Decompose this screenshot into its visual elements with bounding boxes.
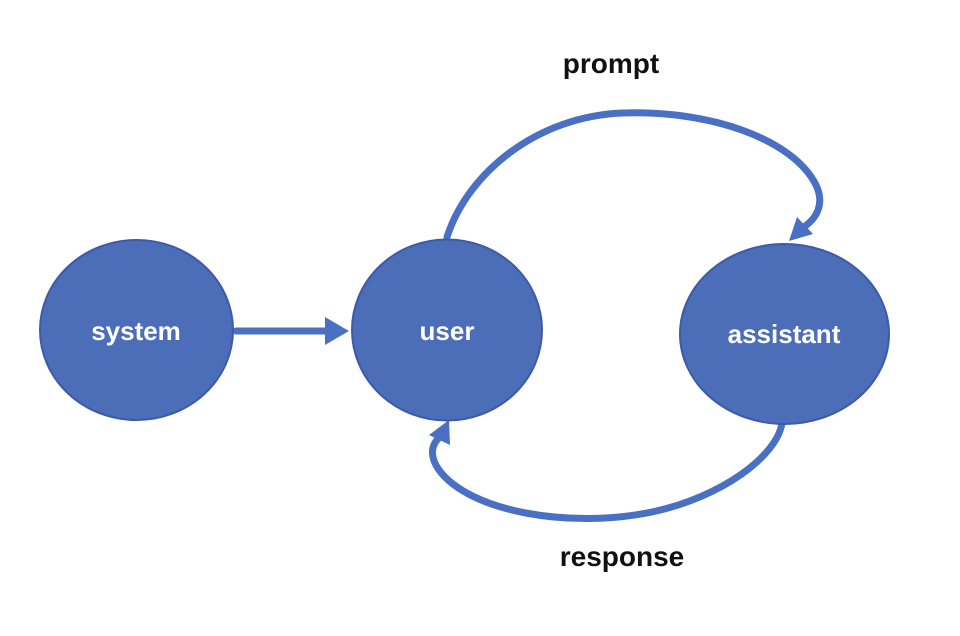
response-label: response <box>560 541 685 572</box>
node-system <box>39 239 234 421</box>
response-arrow <box>429 419 786 523</box>
node-system-label: system <box>91 316 181 346</box>
prompt-label: prompt <box>563 48 659 79</box>
system-to-user-arrowhead <box>325 317 349 345</box>
node-assistant-label: assistant <box>728 319 841 349</box>
node-user <box>351 238 543 422</box>
prompt-arrowhead <box>789 217 813 241</box>
response-arrowhead <box>429 420 450 445</box>
node-user-label: user <box>420 316 475 346</box>
prompt-arrow <box>443 109 824 241</box>
node-assistant <box>679 243 890 425</box>
